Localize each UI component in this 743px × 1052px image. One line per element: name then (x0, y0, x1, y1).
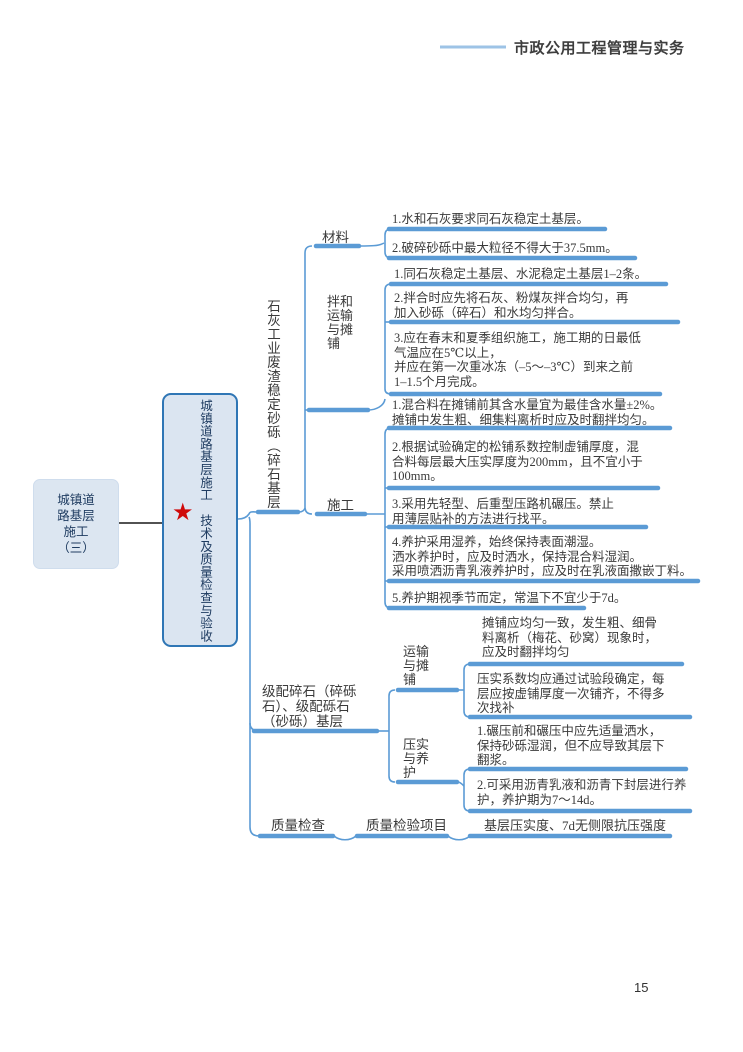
node-quality-inspection-items: 质量检验项目 (366, 818, 447, 833)
leaf-mix-2: 2.拌合时应先将石灰、粉煤灰拌合均匀，再 加入砂砾（碎石）和水均匀拌合。 (394, 291, 629, 320)
leaf-compaction-1: 1.碾压前和碾压中应先适量洒水， 保持砂砾湿润，但不应导致其层下 翻浆。 (477, 724, 665, 767)
leaf-construction-1: 1.混合料在摊铺前其含水量宜为最佳含水量±2%。 摊铺中发生粗、细集料离析时应及… (392, 398, 663, 427)
page-title: 市政公用工程管理与实务 (514, 40, 685, 57)
leaf-mix-3: 3.应在春末和夏季组织施工，施工期的日最低 气温应在5℃以上， 并应在第一次重冰… (394, 331, 641, 389)
leaf-transport-1: 摊铺应均匀一致，发生粗、细骨 料离析（梅花、砂窝）现象时， 应及时翻拌均匀 (482, 616, 658, 659)
node-lime-industrial-waste-base: 石灰工业废渣稳定砂砾（碎石基层 (265, 299, 280, 509)
node-materials: 材料 (322, 230, 349, 245)
chapter-node: 城镇道 路基层 施工 （三） (33, 479, 119, 569)
leaf-construction-2: 2.根据试验确定的松铺系数控制虚铺厚度，混 合料每层最大压实厚度为200mm，且… (392, 440, 643, 483)
node-compaction-curing: 压实 与养 护 (403, 737, 430, 780)
node-graded-gravel-base: 级配碎石（碎砾 石）、级配砾石 （砂砾）基层 (262, 684, 357, 729)
page-number: 15 (634, 980, 649, 995)
leaf-mix-1: 1.同石灰稳定土基层、水泥稳定土基层1–2条。 (394, 267, 648, 281)
root-node (162, 393, 238, 647)
node-construction: 施工 (327, 498, 354, 513)
leaf-quality-1: 基层压实度、7d无侧限抗压强度 (484, 818, 667, 833)
leaf-materials-1: 1.水和石灰要求同石灰稳定土基层。 (392, 212, 589, 226)
node-transport-spread: 运输 与摊 铺 (403, 644, 430, 687)
node-quality-check: 质量检查 (271, 818, 325, 833)
star-icon: ★ (172, 498, 194, 526)
leaf-construction-5: 5.养护期视季节而定，常温下不宜少于7d。 (392, 591, 627, 605)
leaf-transport-2: 压实系数均应通过试验段确定，每 层应按虚铺厚度一次铺齐，不得多 次找补 (477, 672, 665, 715)
leaf-compaction-2: 2.可采用沥青乳液和沥青下封层进行养 护，养护期为7～14d。 (477, 778, 687, 807)
root-node-label: 城镇道路基层施工 技术及质量检查与验收 (198, 399, 212, 643)
leaf-construction-3: 3.采用先轻型、后重型压路机碾压。禁止 用薄层贴补的方法进行找平。 (392, 497, 614, 526)
leaf-construction-4: 4.养护采用湿养，始终保持表面潮湿。 洒水养护时，应及时洒水，保持混合料湿润。 … (392, 535, 693, 578)
leaf-materials-2: 2.破碎砂砾中最大粒径不得大于37.5mm。 (392, 241, 618, 255)
node-mix-transport-spread: 拌和 运输 与摊 铺 (327, 294, 354, 351)
